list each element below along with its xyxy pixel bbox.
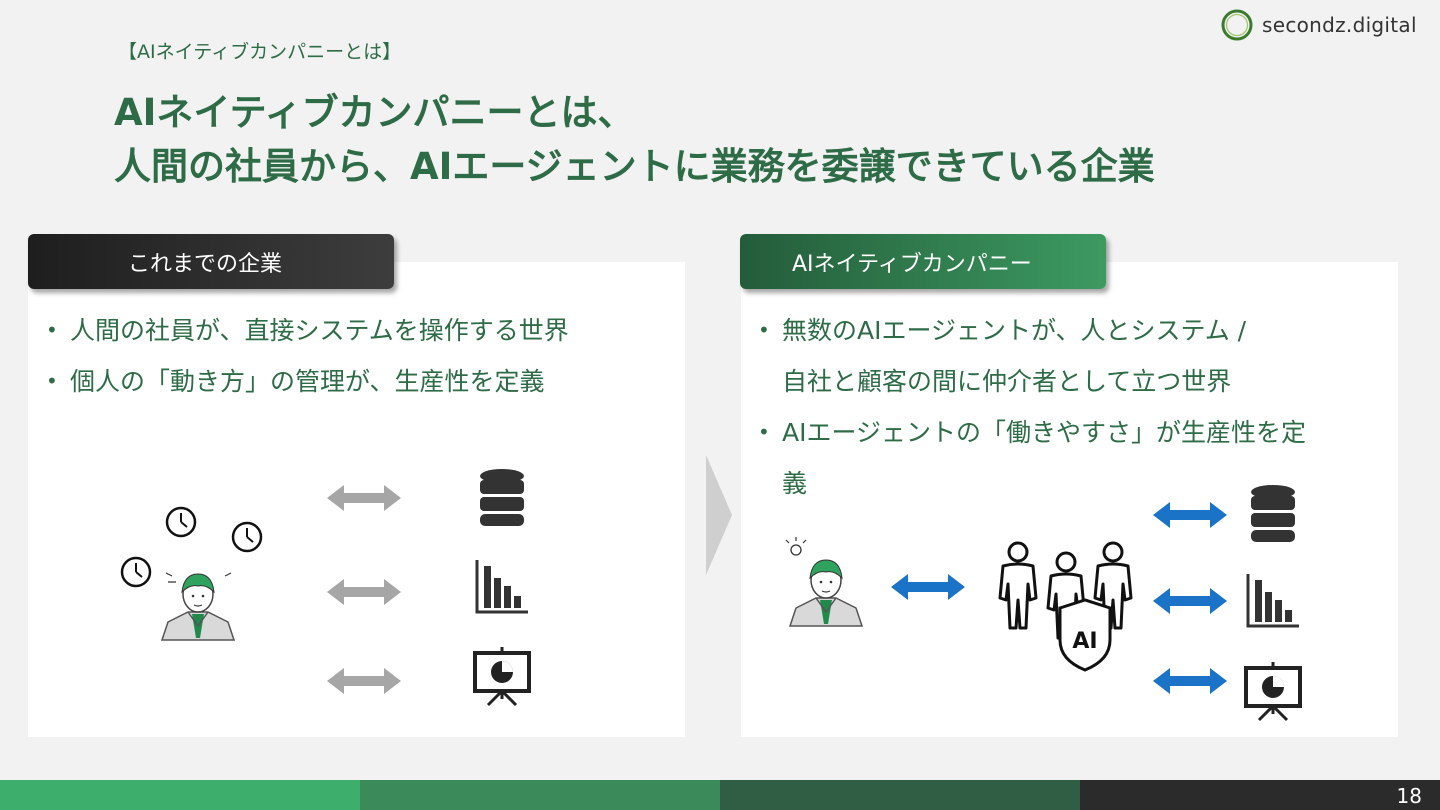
ai-native-bullets: 無数のAIエージェントが、人とシステム /自社と顧客の間に仲介者として立つ世界 … [758, 305, 1378, 509]
double-arrow-gray [327, 668, 401, 694]
brand-name: secondz.digital [1262, 13, 1417, 37]
double-arrow-blue [1153, 502, 1227, 528]
bullet-item: 個人の「動き方」の管理が、生産性を定義 [46, 356, 569, 407]
transition-chevron-icon [706, 455, 732, 575]
clock-icon [231, 521, 263, 553]
clock-icon [165, 506, 197, 538]
database-icon [1251, 485, 1295, 542]
ai-agents-group-icon: AI [998, 541, 1133, 672]
idea-employee-icon [785, 537, 863, 627]
double-arrow-blue [1153, 588, 1227, 614]
traditional-company-tab: これまでの企業 [28, 234, 394, 289]
clock-icon [120, 556, 152, 588]
title-line-2: 人間の社員から、AIエージェントに業務を委譲できている企業 [114, 145, 1155, 188]
slide-title: AIネイティブカンパニーとは、 人間の社員から、AIエージェントに業務を委譲でき… [114, 86, 1155, 194]
traditional-bullets: 人間の社員が、直接システムを操作する世界 個人の「動き方」の管理が、生産性を定義 [46, 305, 569, 407]
bullet-text-3: AIエージェントの「働きやすさ」が生産性を定 [782, 418, 1306, 447]
bar-chart-icon [1246, 572, 1301, 628]
double-arrow-gray [327, 485, 401, 511]
footer-segment [0, 780, 360, 810]
presentation-board-icon [473, 645, 531, 707]
worried-employee-icon [161, 572, 235, 641]
footer-segment [360, 780, 720, 810]
bullet-item: 無数のAIエージェントが、人とシステム / 自社と顧客の間に仲介者として立つ世界 [758, 305, 1378, 407]
footer-segment [1080, 780, 1440, 810]
slide-subtitle: 【AIネイティブカンパニーとは】 [118, 41, 402, 63]
presentation-board-icon [1244, 660, 1302, 722]
footer-segment [720, 780, 1080, 810]
double-arrow-gray [327, 579, 401, 605]
bullet-text-1: 無数のAIエージェントが、人とシステム / [782, 316, 1247, 345]
database-icon [480, 469, 524, 526]
bullet-text-4: 義 [782, 469, 808, 498]
logo-ring-icon [1221, 9, 1253, 41]
bullet-item: 人間の社員が、直接システムを操作する世界 [46, 305, 569, 356]
bar-chart-icon [475, 558, 530, 614]
ai-badge-text: AI [1072, 629, 1097, 654]
page-number: 18 [1396, 784, 1422, 808]
double-arrow-blue [891, 574, 965, 600]
bullet-text-2: 自社と顧客の間に仲介者として立つ世界 [782, 367, 1232, 396]
title-line-1: AIネイティブカンパニーとは、 [114, 91, 635, 134]
brand-logo: secondz.digital [1220, 8, 1417, 42]
ai-native-tab: AIネイティブカンパニー [740, 234, 1106, 289]
double-arrow-blue [1153, 668, 1227, 694]
footer-bar [0, 780, 1440, 810]
